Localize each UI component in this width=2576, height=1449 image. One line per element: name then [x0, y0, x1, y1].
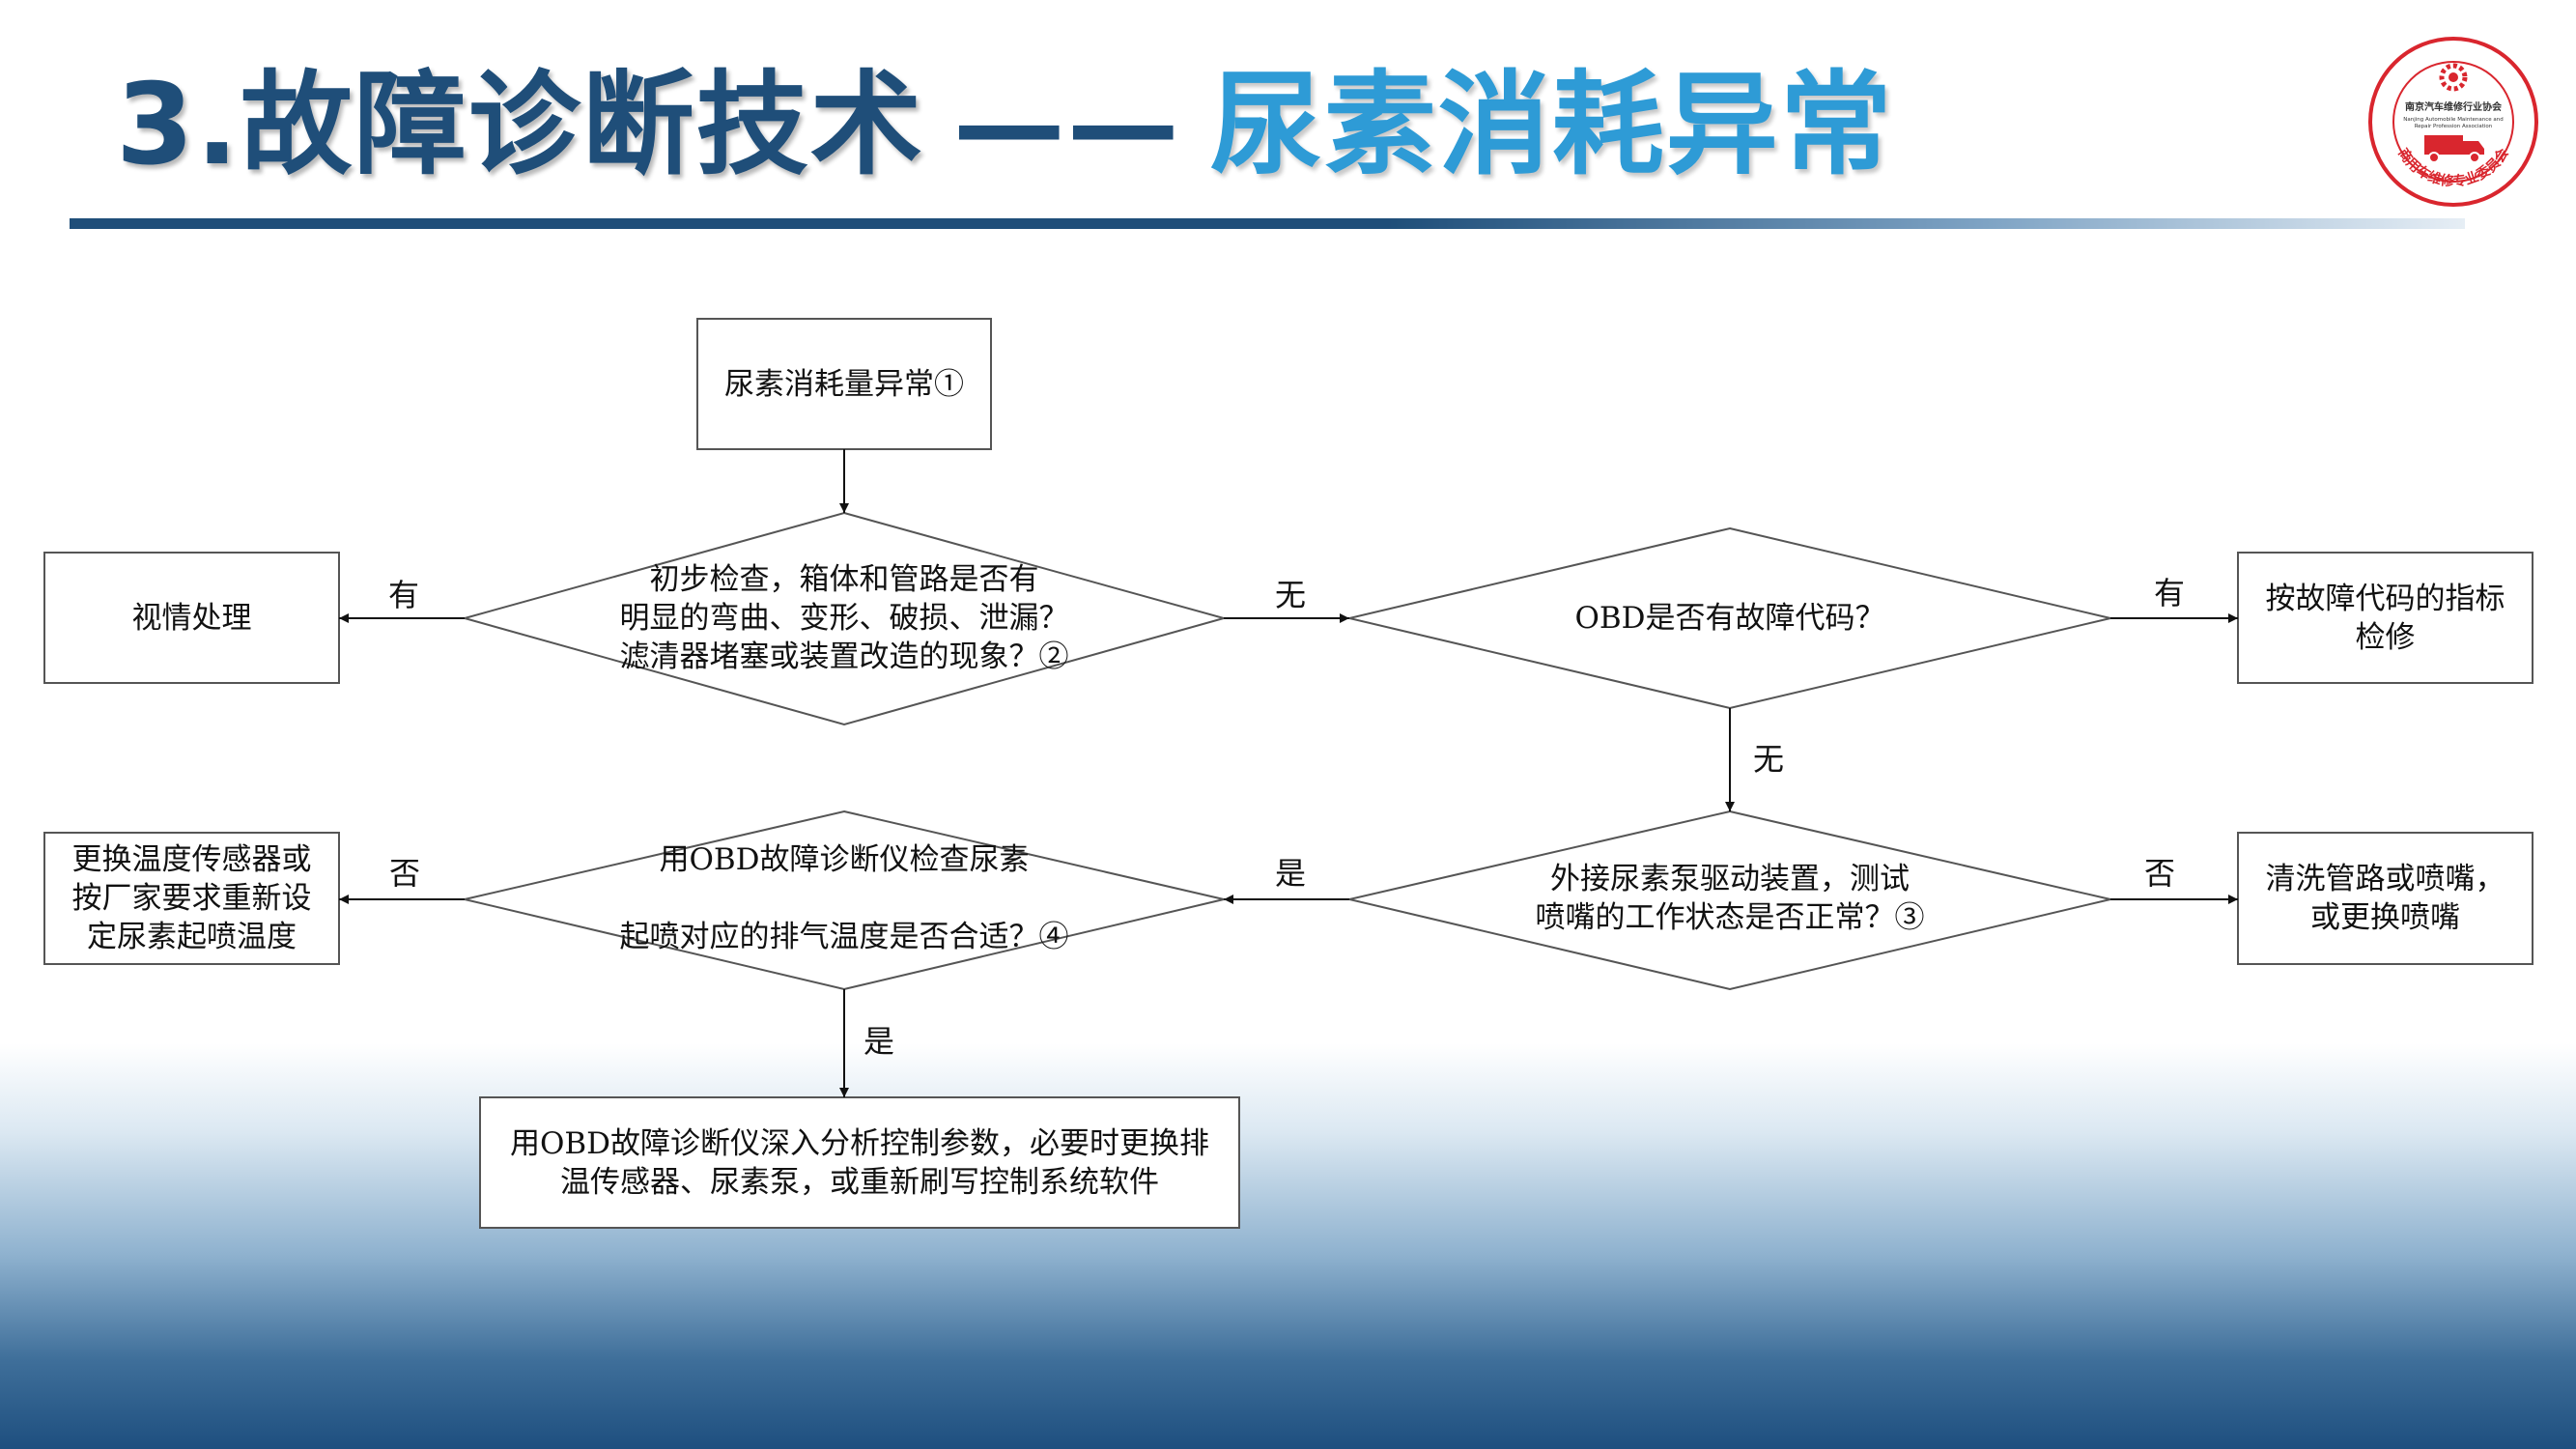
node-replace-sensor-box — [43, 832, 340, 965]
edge-label-pump-to-clean: 否 — [2144, 855, 2176, 892]
edge-label-temp-to-replace: 否 — [389, 855, 421, 892]
node-start-box — [696, 318, 992, 450]
node-handle-box — [43, 552, 340, 684]
node-clean-nozzle-text: 清洗管路或喷嘴， 或更换喷嘴 — [2265, 862, 2505, 935]
edge-label-obd-to-repair: 有 — [2154, 575, 2186, 611]
edge-label-obd-to-pump: 无 — [1753, 741, 1785, 778]
title-underline — [70, 218, 2465, 229]
node-check-pipes-text: 初步检查，箱体和管路是否有 明显的弯曲、变形、破损、泄漏？ 滤清器堵塞或装置改造… — [619, 562, 1069, 674]
node-obd-code-text: OBD是否有故障代码？ — [1574, 601, 1885, 636]
background-gradient — [0, 1043, 2576, 1449]
logo-org-en-1: Nanjing Automobile Maintenance and — [2403, 117, 2503, 123]
node-deep-analysis-text: 用OBD故障诊断仪深入分析控制参数，必要时更换排 温传感器、尿素泵，或重新刷写控… — [509, 1125, 1210, 1200]
node-pump-test-text: 外接尿素泵驱动装置，测试 喷嘴的工作状态是否正常？③ — [1535, 862, 1925, 935]
node-pump-test-diamond — [1348, 810, 2111, 991]
node-check-pipes-diamond — [461, 511, 1228, 726]
logo-org-cn: 南京汽车维修行业协会 — [2405, 100, 2502, 113]
node-handle-text: 视情处理 — [131, 600, 252, 636]
node-repair-by-code-text: 按故障代码的指标 检修 — [2265, 581, 2505, 655]
truck-icon — [2424, 135, 2484, 163]
node-temp-check-text: 用OBD故障诊断仪检查尿素 起喷对应的排气温度是否合适？④ — [619, 842, 1069, 954]
gear-icon — [2439, 63, 2468, 92]
node-clean-nozzle-box — [2237, 832, 2534, 965]
title-separator: —— — [952, 60, 1181, 190]
title-subtitle: 尿素消耗异常 — [1209, 60, 1894, 190]
association-logo: 南京汽车维修行业协会 Nanjing Automobile Maintenanc… — [2368, 37, 2538, 207]
edge-label-pump-to-temp: 是 — [1275, 855, 1307, 892]
title-main: 3.故障诊断技术 — [116, 60, 924, 190]
edge-label-temp-to-deep: 是 — [863, 1023, 895, 1060]
node-replace-sensor-text: 更换温度传感器或 按厂家要求重新设 定尿素起喷温度 — [71, 842, 312, 954]
page-title: 3.故障诊断技术——尿素消耗异常 — [116, 48, 1894, 203]
logo-org-en-2: Repair Profession Association — [2415, 124, 2493, 129]
edge-label-check-to-obd: 无 — [1275, 577, 1307, 613]
node-deep-analysis-box — [479, 1096, 1240, 1229]
node-start-text: 尿素消耗量异常① — [724, 366, 964, 402]
edge-label-check-to-handle: 有 — [388, 577, 420, 613]
